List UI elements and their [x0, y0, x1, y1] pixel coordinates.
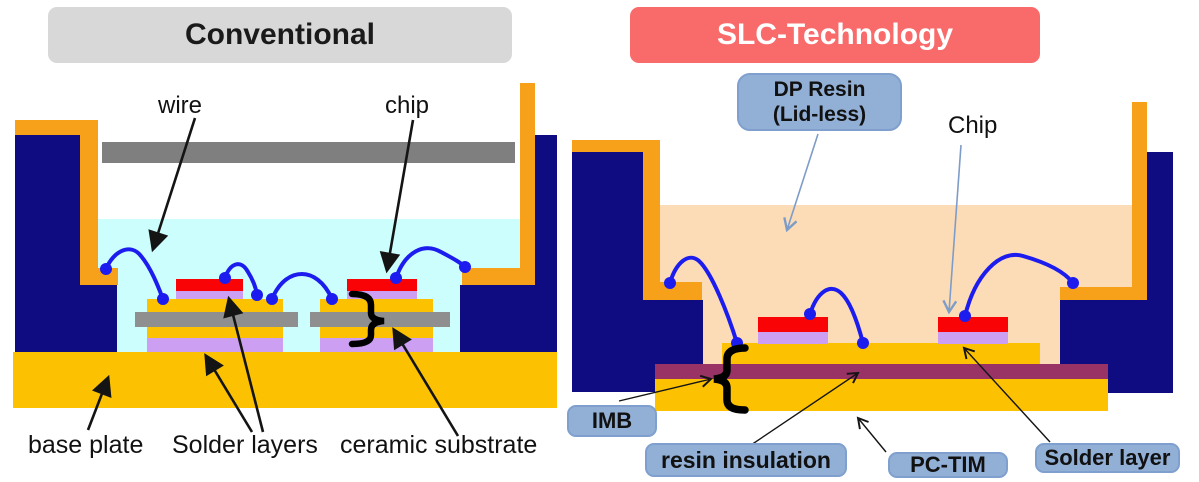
- ceramic-substrate-label: ceramic substrate: [340, 431, 538, 459]
- solder-layer-arrow: [962, 346, 1051, 443]
- left-bond-wire-1: [104, 247, 165, 301]
- dp-resin-callout: DP Resin (Lid-less): [737, 73, 902, 131]
- pc-tim-callout-text: PC-TIM: [910, 452, 986, 477]
- chip-label-right: Chip: [948, 112, 998, 139]
- right-callout-arrows-black: [618, 346, 1051, 453]
- left-housing-foot-left: [15, 285, 117, 352]
- left-stack1-solder-under-chip: [176, 291, 243, 299]
- left-stack1-ceramic-substrate: [135, 312, 298, 327]
- right-chip-right: [938, 317, 1008, 332]
- base-plate-arrow: [86, 374, 112, 431]
- solder-layer-callout: Solder layer: [1035, 443, 1180, 473]
- right-imb-brace: [713, 344, 749, 414]
- left-stack1-copper-top: [147, 299, 283, 312]
- left-callout-arrows: [86, 117, 460, 437]
- resin-insulation-callout-text: resin insulation: [661, 446, 831, 473]
- wire-arrow: [148, 117, 197, 253]
- right-case-orange-wall-right: [1132, 102, 1147, 300]
- imb-arrow: [618, 374, 713, 402]
- right-bond-wire-1: [668, 255, 739, 345]
- right-case-orange-wall-left: [643, 140, 660, 300]
- imb-callout: IMB: [567, 405, 657, 437]
- left-case-orange-wall-left: [80, 132, 98, 285]
- base-plate-label: base plate: [28, 431, 144, 459]
- left-stack2-copper-bottom: [320, 327, 433, 338]
- right-bond-wire-3: [963, 252, 1075, 318]
- ceramic-substrate-arrow: [392, 327, 460, 437]
- conventional-title: Conventional: [48, 7, 512, 63]
- right-bond-wire-2: [808, 286, 865, 345]
- left-housing-foot-right: [460, 285, 557, 352]
- dp-resin-callout-line2: (Lid-less): [772, 103, 867, 126]
- dp-resin-callout-line1: DP Resin: [773, 78, 866, 101]
- left-lid-bar: [102, 142, 515, 163]
- left-stack2-solder-under-chip: [347, 291, 417, 299]
- left-case-orange-ledge-right: [462, 268, 535, 285]
- right-case-orange-ledge-right: [1060, 287, 1132, 300]
- right-housing-step-left: [643, 300, 703, 364]
- left-stack1-copper-bottom: [147, 327, 283, 338]
- resin-insulation-callout: resin insulation: [645, 443, 847, 477]
- left-case-orange-cap-left: [15, 120, 98, 135]
- right-case-orange-ledge-left: [643, 282, 702, 300]
- slc-technology-title-text: SLC-Technology: [716, 18, 954, 51]
- right-housing-foot-left: [643, 364, 655, 392]
- left-ceramic-substrate-brace: [348, 290, 385, 348]
- solder-layers-arrow-top: [223, 295, 265, 433]
- pc-tim-callout: PC-TIM: [888, 452, 1008, 478]
- left-bond-wires: [104, 246, 467, 301]
- imb-callout-text: IMB: [591, 408, 633, 433]
- dp-resin-arrow: [783, 133, 819, 233]
- solder-layer-callout-text: Solder layer: [1044, 445, 1171, 470]
- right-case-orange-cap-left: [572, 140, 660, 152]
- left-bond-wire-3: [270, 271, 334, 301]
- pc-tim-arrow: [856, 416, 887, 453]
- chip-arrow-right: [942, 144, 962, 315]
- solder-layers-arrow-bottom: [204, 353, 254, 433]
- left-wire-bond-pads: [100, 261, 471, 305]
- left-case-orange-wall-right: [520, 83, 535, 285]
- right-housing-wall-left: [572, 152, 643, 392]
- chip-label-left: chip: [385, 92, 430, 119]
- left-stack2-copper-top: [320, 299, 433, 312]
- slc-technology-title: SLC-Technology: [630, 7, 1040, 63]
- left-bond-wire-4: [394, 246, 467, 280]
- right-callout-arrows-blue: [783, 133, 962, 315]
- wire-label: wire: [158, 92, 203, 119]
- resin-insulation-arrow: [747, 371, 860, 448]
- right-solder-under-chip-left: [758, 332, 828, 344]
- right-solder-under-chip-right: [938, 332, 1008, 344]
- right-imb-copper-top: [722, 343, 1040, 364]
- right-chip-left: [758, 317, 828, 332]
- chip-arrow-left: [379, 119, 415, 274]
- left-bond-wire-2: [223, 262, 259, 297]
- right-resin-insulation-layer: [655, 364, 1108, 379]
- left-stack1-solder-bottom: [147, 338, 283, 352]
- conventional-title-text: Conventional: [184, 18, 375, 51]
- right-bond-wires: [668, 252, 1075, 345]
- solder-layers-label: Solder layers: [172, 431, 318, 459]
